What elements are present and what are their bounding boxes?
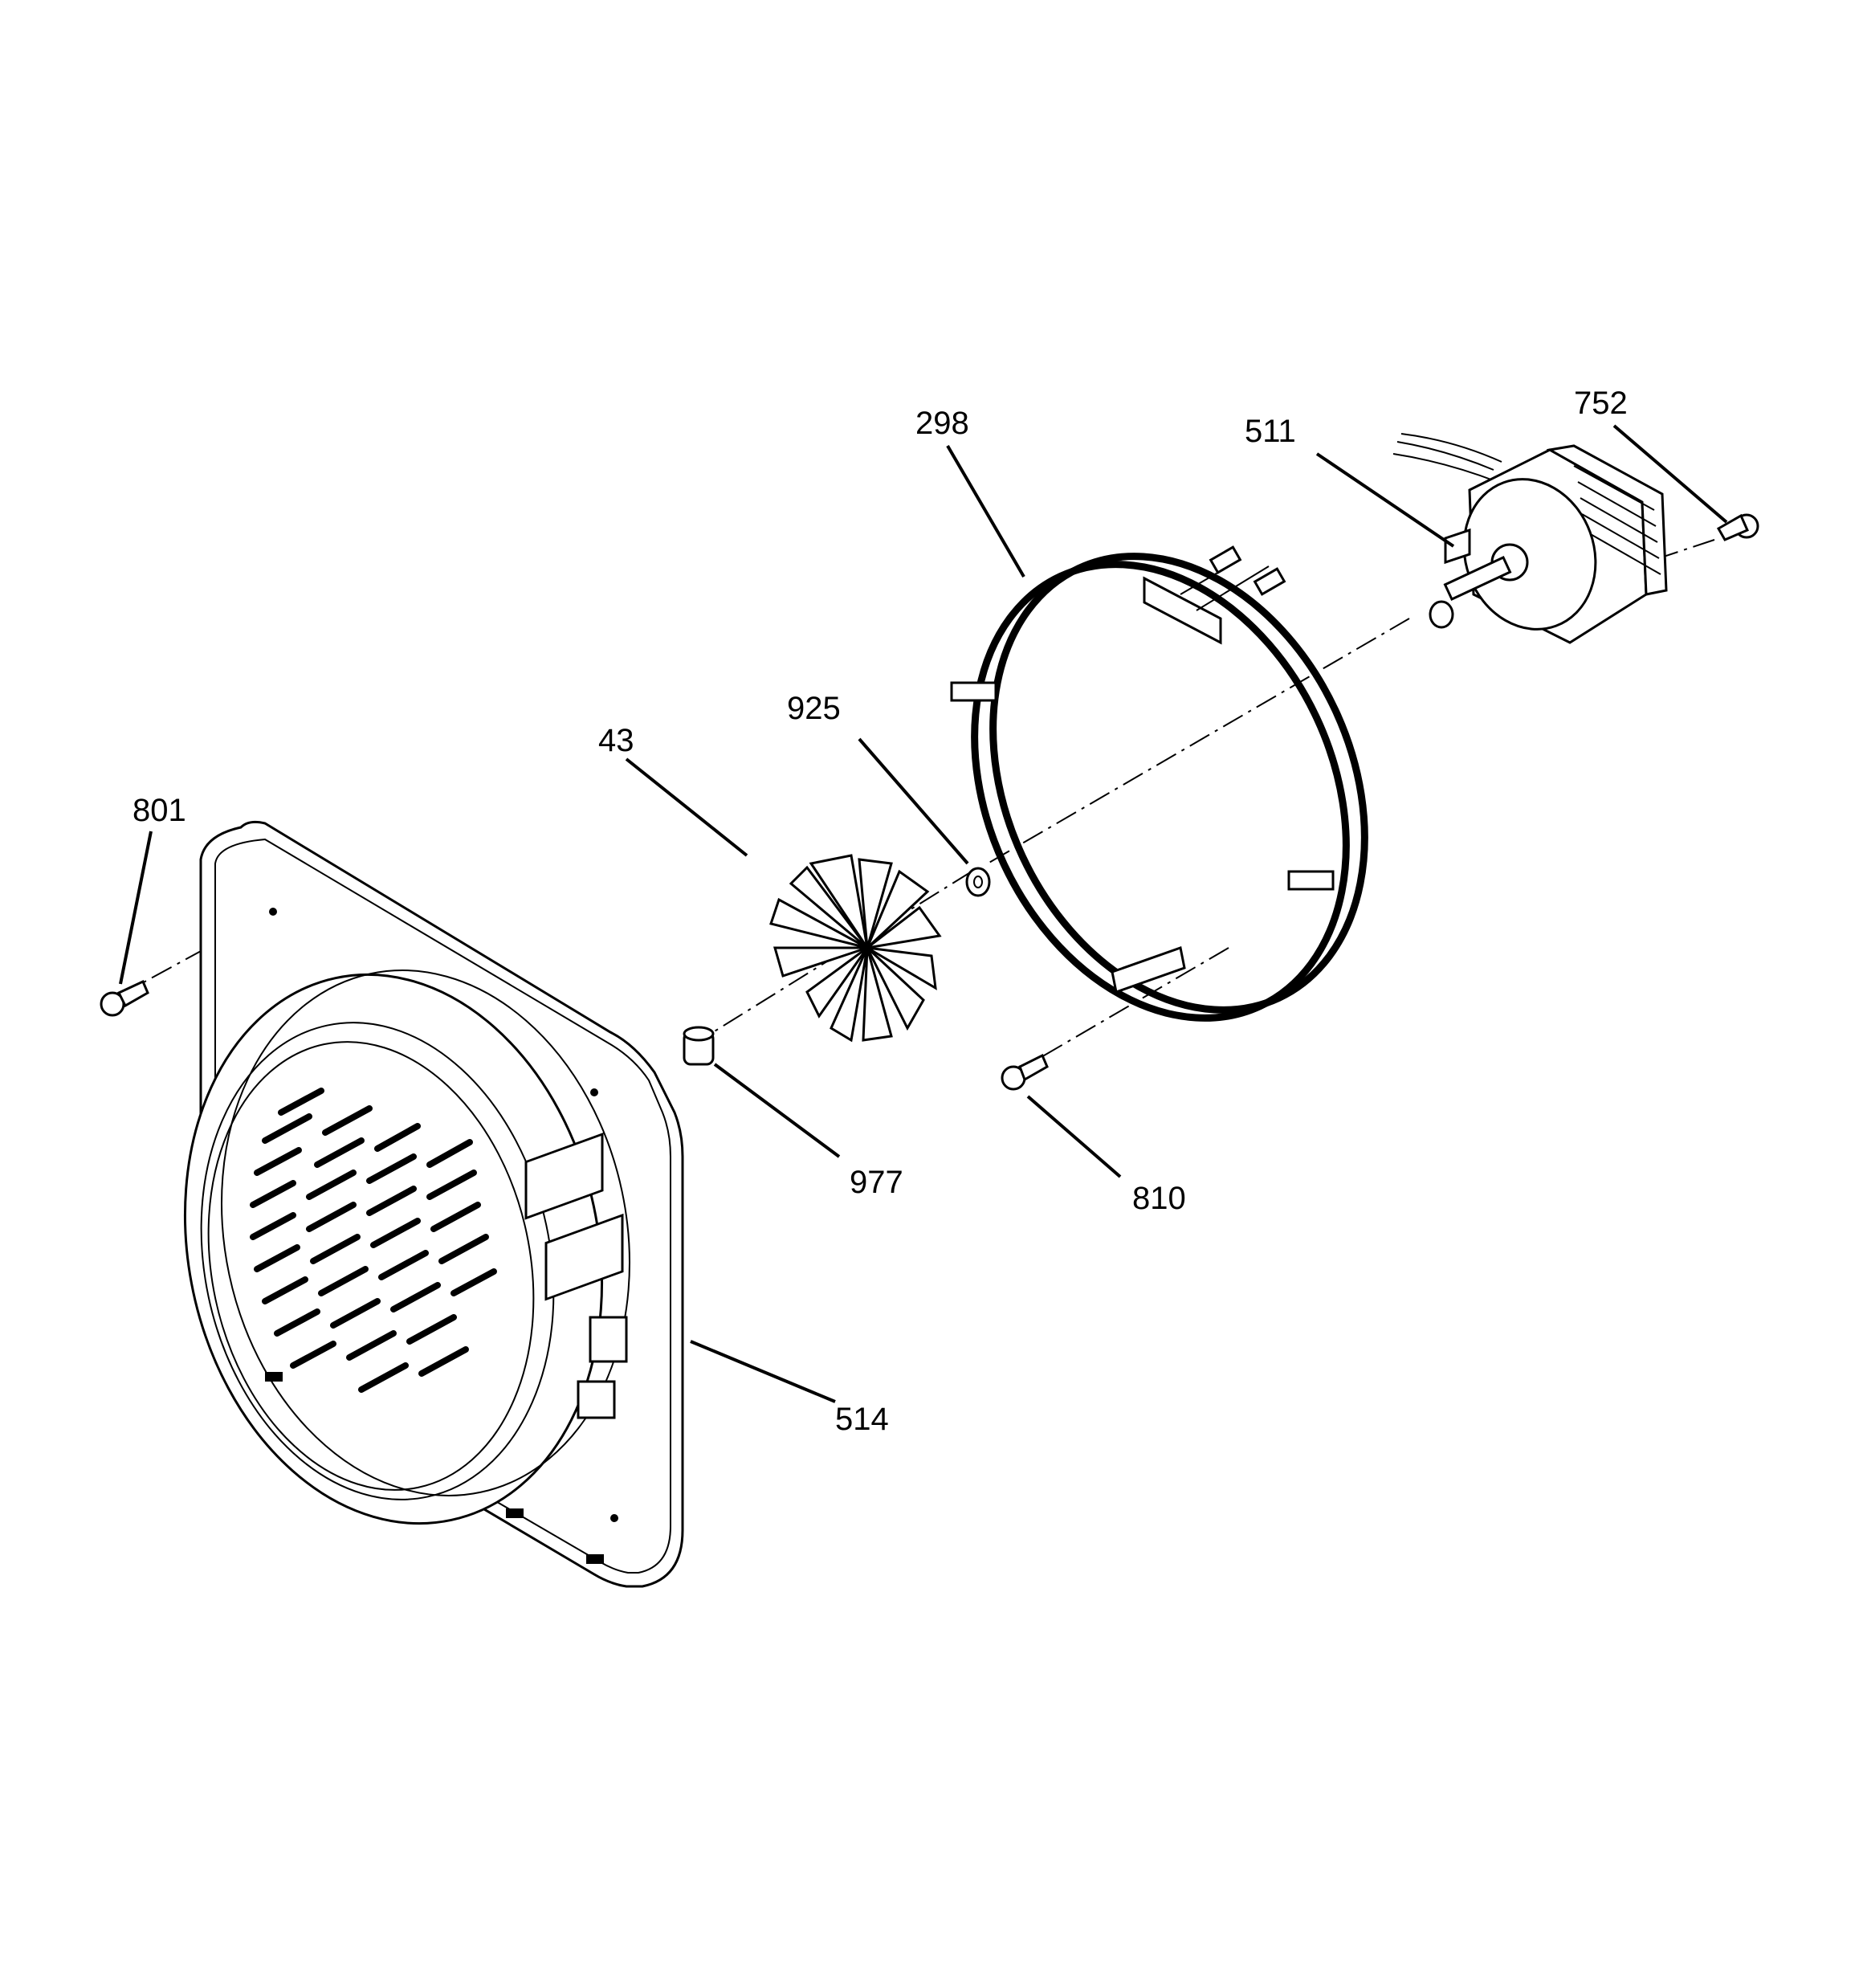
motor-511 [1392,433,1668,644]
screw-752 [1716,513,1759,541]
callout-298: 298 [915,406,969,441]
heating-element-298 [950,545,1368,1022]
screw-hole [269,908,277,916]
callout-514: 514 [835,1402,889,1437]
rear-panel-514 [183,820,684,1588]
fan-blade-43 [769,854,942,1043]
callout-925: 925 [787,691,841,726]
tab [506,1508,524,1518]
nut-977 [683,1026,715,1066]
screw-810 [1001,1053,1049,1091]
screw-801 [100,979,149,1017]
screw-hole [590,1088,598,1096]
vent-openings [524,1132,628,1419]
tab [265,1372,283,1382]
washer-925 [965,867,991,897]
grille-slots [250,1088,497,1393]
callout-752: 752 [1574,386,1628,421]
leader-lines [119,424,1728,1403]
callout-801: 801 [132,793,186,828]
callout-labels: 298 511 752 925 43 801 977 810 514 [132,386,1628,1437]
callout-511: 511 [1245,414,1296,449]
callout-977: 977 [850,1165,903,1200]
callout-43: 43 [598,723,634,758]
tab [586,1554,604,1564]
screw-hole [610,1514,618,1522]
callout-810: 810 [1132,1181,1186,1216]
